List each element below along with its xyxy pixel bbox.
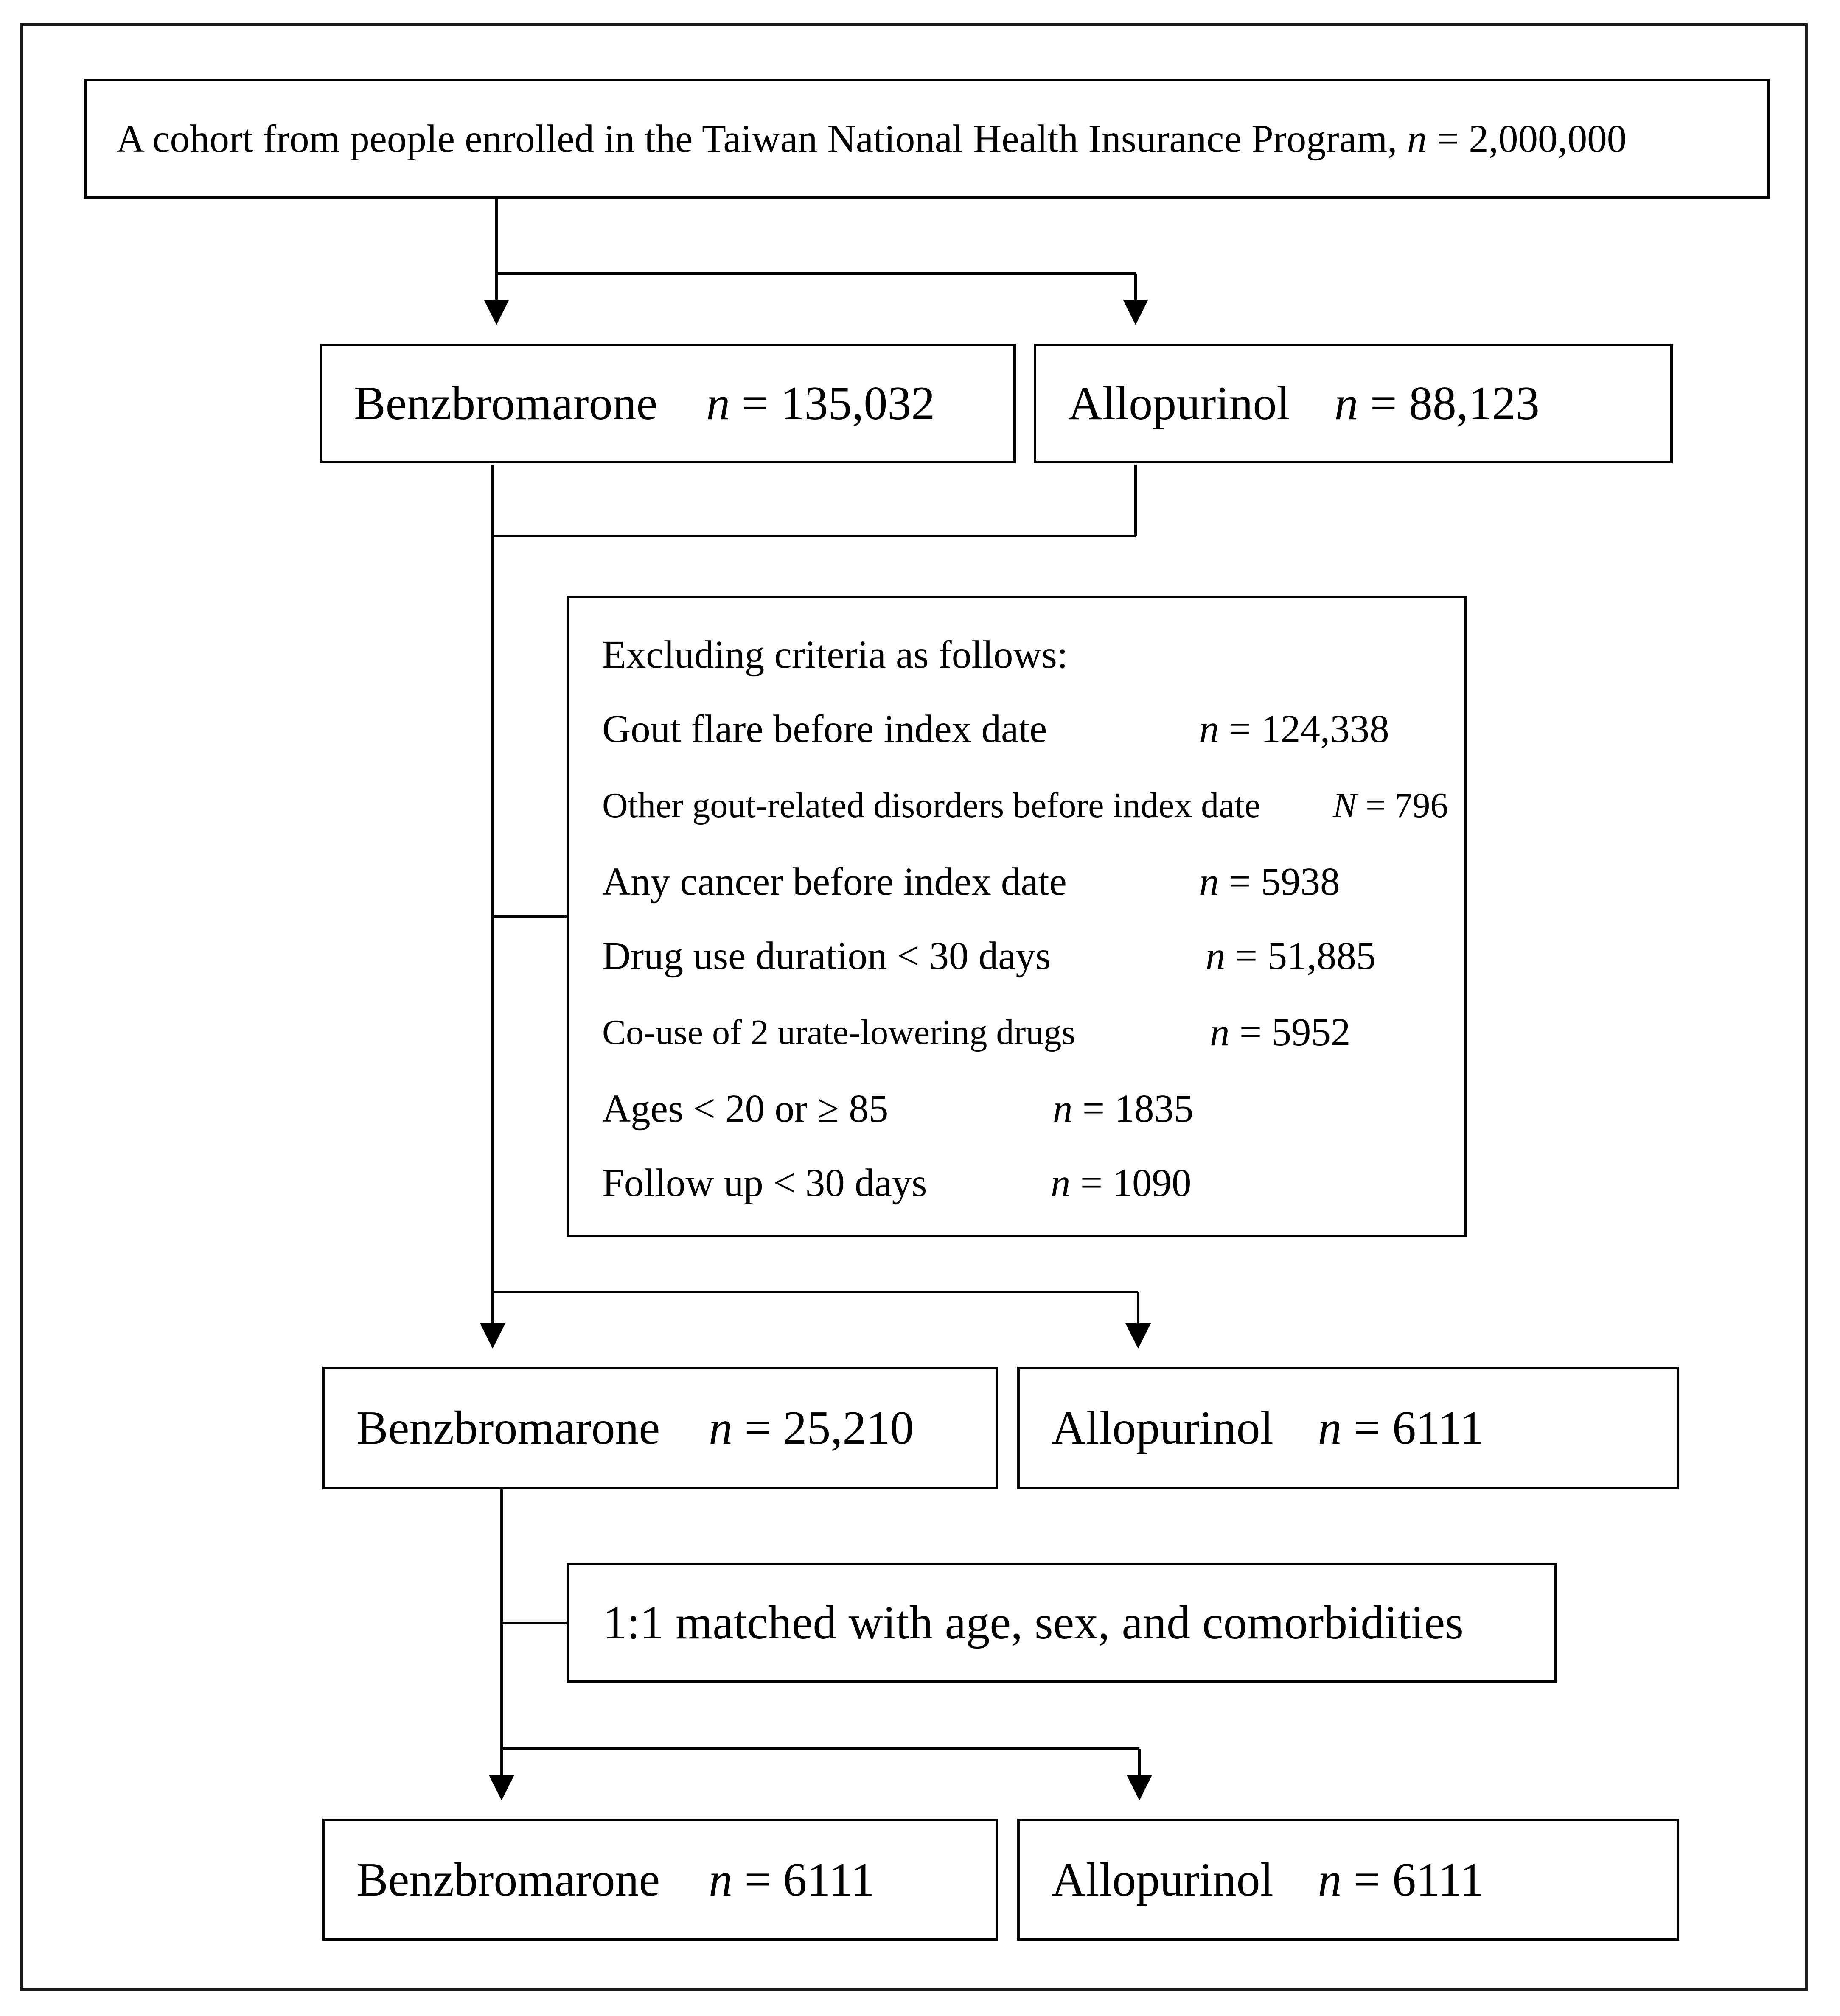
group-n-symbol: n — [1318, 1401, 1342, 1454]
group-n-value: = 6111 — [1353, 1401, 1484, 1454]
matching-text: 1:1 matched with age, sex, and comorbidi… — [603, 1596, 1464, 1649]
criterion-label: Ages < 20 or ≥ 85 — [602, 1087, 889, 1131]
group-drug-name: Benzbromarone — [356, 1401, 660, 1454]
allopurinol-initial-box: Allopurinol n = 88,123 — [1034, 344, 1673, 463]
group-n-value: = 6111 — [744, 1853, 875, 1906]
cohort-box: A cohort from people enrolled in the Tai… — [84, 79, 1770, 199]
criterion-count: N = 796 — [1333, 786, 1448, 825]
benzbromarone-matched-box: Benzbromarone n = 6111 — [322, 1819, 998, 1941]
cohort-n-value: = 2,000,000 — [1436, 117, 1627, 161]
group-drug-name: Allopurinol — [1052, 1853, 1273, 1906]
criterion-label: Follow up < 30 days — [602, 1161, 927, 1205]
group-n-value: = 135,032 — [742, 377, 935, 430]
matching-box: 1:1 matched with age, sex, and comorbidi… — [567, 1563, 1557, 1683]
benzbromarone-initial-box: Benzbromarone n = 135,032 — [320, 344, 1016, 463]
figure-frame — [20, 23, 1808, 1991]
criterion-count: n = 1090 — [1051, 1161, 1192, 1205]
group-n-symbol: n — [1318, 1853, 1342, 1906]
allopurinol-matched-box: Allopurinol n = 6111 — [1017, 1819, 1679, 1941]
group-n-value: = 25,210 — [744, 1401, 914, 1454]
cohort-n-symbol: n — [1407, 117, 1427, 161]
group-drug-name: Benzbromarone — [356, 1853, 660, 1906]
criterion-label: Any cancer before index date — [602, 860, 1067, 904]
exclusion-heading: Excluding criteria as follows: — [602, 633, 1068, 677]
criterion-label: Gout flare before index date — [602, 707, 1047, 751]
group-n-symbol: n — [709, 1401, 733, 1454]
benzbromarone-eligible-box: Benzbromarone n = 25,210 — [322, 1367, 998, 1489]
group-n-value: = 88,123 — [1370, 377, 1540, 430]
cohort-text: A cohort from people enrolled in the Tai… — [116, 117, 1397, 161]
criterion-label: Co-use of 2 urate-lowering drugs — [602, 1013, 1076, 1052]
criterion-label: Drug use duration < 30 days — [602, 934, 1051, 978]
group-n-value: = 6111 — [1353, 1853, 1484, 1906]
criterion-count: n = 5938 — [1199, 860, 1340, 904]
exclusion-criteria-box: Excluding criteria as follows: Gout flar… — [567, 596, 1467, 1237]
group-n-symbol: n — [709, 1853, 733, 1906]
criterion-count: n = 5952 — [1210, 1011, 1351, 1054]
allopurinol-eligible-box: Allopurinol n = 6111 — [1017, 1367, 1679, 1489]
group-drug-name: Allopurinol — [1068, 377, 1290, 430]
criterion-count: n = 124,338 — [1199, 707, 1389, 751]
criterion-count: n = 51,885 — [1206, 934, 1376, 978]
group-drug-name: Benzbromarone — [354, 377, 658, 430]
criterion-count: n = 1835 — [1053, 1087, 1194, 1131]
criterion-label: Other gout-related disorders before inde… — [602, 786, 1261, 825]
group-drug-name: Allopurinol — [1052, 1401, 1273, 1454]
group-n-symbol: n — [706, 377, 730, 430]
group-n-symbol: n — [1334, 377, 1358, 430]
